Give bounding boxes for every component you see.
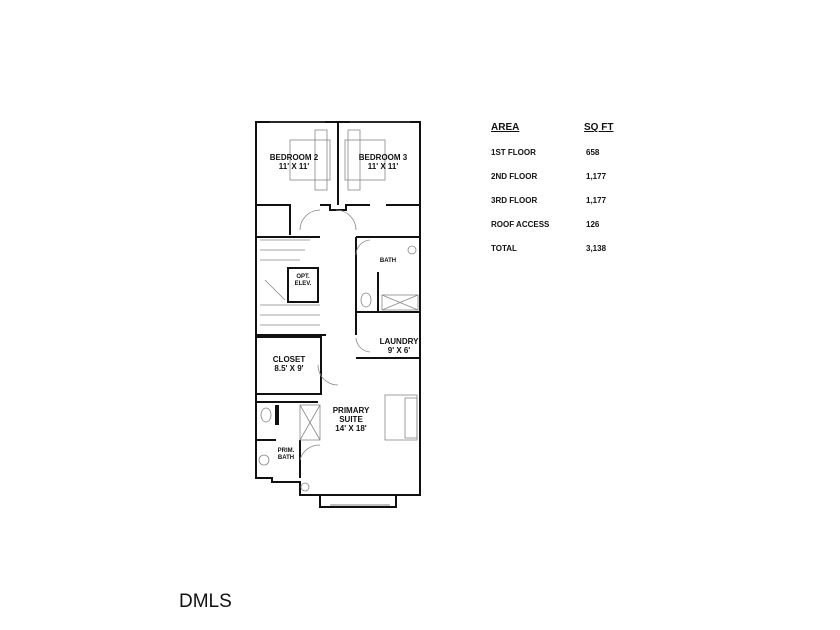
area-row-label: 1ST FLOOR [491,148,536,157]
area-row-label: 3RD FLOOR [491,196,538,205]
room-name: BATH [277,454,295,461]
primary-suite-label: PRIMARY SUITE 14' X 18' [333,406,370,434]
area-row-label: 2ND FLOOR [491,172,538,181]
bedroom-3-label: BEDROOM 3 11' X 11' [359,153,407,171]
room-name: BEDROOM 2 [269,153,319,162]
closet-label: CLOSET 8.5' X 9' [273,355,305,373]
sqft-header: SQ FT [584,122,614,133]
area-row-label: TOTAL [491,244,517,253]
room-name: ELEV. [294,280,312,287]
area-row-value: 3,138 [586,244,607,253]
room-size: 8.5' X 9' [274,364,304,374]
bath-label: BATH [380,258,396,265]
room-name: PRIM. [277,448,295,454]
room-size: 14' X 18' [335,424,367,434]
area-row-value: 126 [586,220,600,229]
brand-watermark: DMLS [179,591,232,612]
elevator-label: OPT. ELEV. [295,274,312,288]
room-name: PRIMARY [332,406,370,415]
area-row-label: ROOF ACCESS [491,220,550,229]
primary-bath-label: PRIM. BATH [278,448,295,462]
room-name: BATH [379,258,397,264]
area-header: AREA [491,122,520,133]
area-row-value: 1,177 [586,172,607,181]
room-name: OPT. [296,274,310,280]
bedroom-2-label: BEDROOM 2 11' X 11' [270,153,318,171]
room-name: BEDROOM 3 [358,153,408,162]
room-size: 11' X 11' [367,162,399,172]
laundry-label: LAUNDRY 9' X 6' [380,337,419,355]
room-name: CLOSET [272,355,306,364]
room-name: SUITE [339,415,363,425]
area-row-value: 1,177 [586,196,607,205]
room-size: 11' X 11' [278,162,310,172]
room-name: LAUNDRY [379,337,419,346]
room-size: 9' X 6' [387,346,411,356]
area-row-value: 658 [586,148,600,157]
